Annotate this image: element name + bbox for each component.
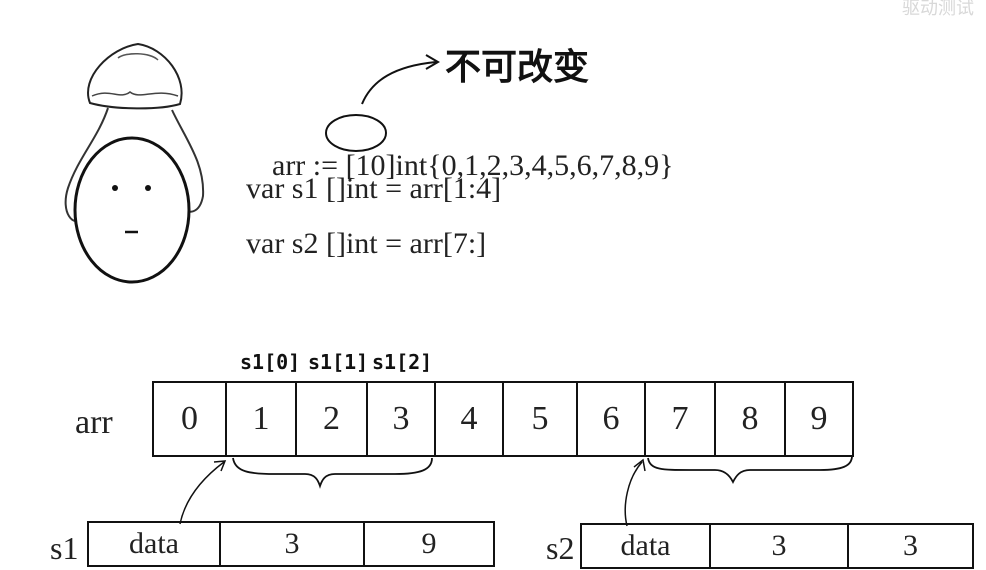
array-cell-3: 3 bbox=[366, 381, 436, 457]
s2-label: s2 bbox=[546, 530, 575, 566]
s1-index-label-0: s1[0] bbox=[240, 350, 301, 374]
s1-index-label-1: s1[1] bbox=[308, 350, 369, 374]
code-line-1-suffix: int{0,1,2,3,4,5,6,7,8,9} bbox=[395, 149, 674, 182]
s2-brace bbox=[647, 455, 853, 485]
array-cell-7: 7 bbox=[644, 381, 716, 457]
array-cell-6: 6 bbox=[576, 381, 646, 457]
s1-pointer-arrow bbox=[179, 461, 225, 525]
s2-pointer-arrow bbox=[624, 461, 643, 527]
s2-slice-header: data 3 3 bbox=[580, 523, 974, 569]
code-line-1: arr := [10]int{0,1,2,3,4,5,6,7,8,9} bbox=[242, 115, 674, 217]
watermark-text: 驱动测试 bbox=[902, 0, 974, 19]
array-cell-5: 5 bbox=[502, 381, 578, 457]
s1-slice-header: data 3 9 bbox=[87, 521, 495, 567]
character-illustration bbox=[64, 42, 205, 284]
s1-label: s1 bbox=[50, 530, 79, 566]
character-hat bbox=[87, 42, 183, 110]
array-cell-0: 0 bbox=[152, 381, 227, 457]
code-line-1-prefix: arr := bbox=[272, 149, 346, 182]
length-highlight-ellipse bbox=[325, 114, 387, 152]
s2-len-field: 3 bbox=[711, 525, 849, 567]
array-cell-8: 8 bbox=[714, 381, 786, 457]
array-cell-1: 1 bbox=[225, 381, 297, 457]
array-label: arr bbox=[75, 404, 113, 441]
array-cell-4: 4 bbox=[434, 381, 504, 457]
s1-len-field: 3 bbox=[221, 523, 365, 565]
note-arrow bbox=[361, 61, 437, 105]
s2-cap-field: 3 bbox=[903, 529, 918, 562]
array-cell-9: 9 bbox=[784, 381, 854, 457]
s1-data-field: data bbox=[89, 523, 221, 565]
character-eye-right bbox=[145, 185, 151, 191]
character-eye-left bbox=[112, 185, 118, 191]
code-line-3: var s2 []int = arr[7:] bbox=[246, 227, 487, 260]
s1-brace bbox=[232, 457, 433, 489]
s2-data-field: data bbox=[582, 525, 711, 567]
array-cell-2: 2 bbox=[295, 381, 368, 457]
character-face bbox=[73, 136, 191, 284]
s1-cap-field: 9 bbox=[421, 527, 437, 560]
s1-index-label-2: s1[2] bbox=[372, 350, 433, 374]
code-line-1-length: [10] bbox=[345, 149, 396, 182]
note-label: 不可改变 bbox=[445, 47, 590, 88]
code-line-2: var s1 []int = arr[1:4] bbox=[246, 172, 502, 205]
